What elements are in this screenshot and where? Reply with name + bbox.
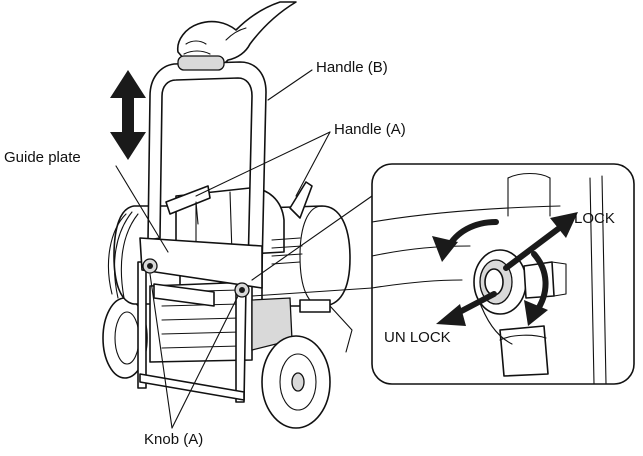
front-frame	[137, 237, 263, 403]
handle-b-label: Handle (B)	[316, 59, 388, 76]
right-wheel	[261, 335, 331, 429]
knob-a-left	[142, 258, 158, 274]
callout-lines	[115, 69, 373, 429]
guide-plate-shape	[139, 237, 263, 289]
knob-a-label: Knob (A)	[144, 431, 204, 448]
rotate-arrows-icon	[432, 212, 578, 326]
unlock-label: UN LOCK	[384, 329, 451, 346]
guide-plate-label: Guide plate	[4, 149, 81, 166]
handle-a-brackets	[165, 181, 313, 225]
detail-box	[371, 163, 635, 385]
handle-a-label: Handle (A)	[334, 121, 406, 138]
knob-a-right	[234, 282, 250, 298]
double-arrow-icon	[110, 70, 146, 160]
lock-label: LOCK	[574, 210, 615, 227]
